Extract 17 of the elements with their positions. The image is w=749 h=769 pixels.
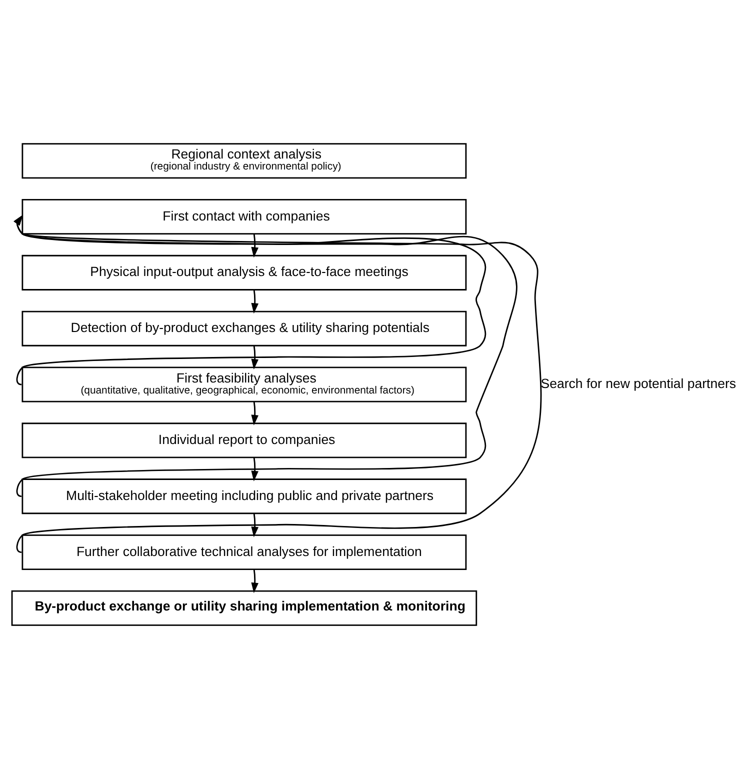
arrow [251, 569, 258, 594]
arrow [251, 290, 258, 314]
arrow [251, 234, 258, 258]
node-box: Physical input-output analysis & face-to-face meetings [22, 254, 467, 290]
arrow [251, 402, 258, 426]
node-box: Detection of by-product exchanges & utility sharing potentials [22, 310, 467, 346]
node-box: Individual report to companies [22, 422, 467, 458]
node-box: Regional context analysis (regional industry & environmental policy) [22, 143, 467, 179]
node-box: Multi-stakeholder meeting including public and private partners [22, 478, 467, 514]
arrow [251, 346, 258, 370]
node-box: First feasibility analyses (quantitative, qualitative, geographical, economic, environmental factors) [22, 366, 467, 402]
node-box: By-product exchange or utility sharing implementation & monitoring [11, 590, 478, 626]
arrow [251, 457, 258, 482]
edge-label: Search for new potential partners [540, 376, 736, 392]
arrow [251, 513, 258, 538]
node-box: Further collaborative technical analyses for implementation [22, 534, 467, 570]
node-box: First contact with companies [22, 199, 467, 235]
